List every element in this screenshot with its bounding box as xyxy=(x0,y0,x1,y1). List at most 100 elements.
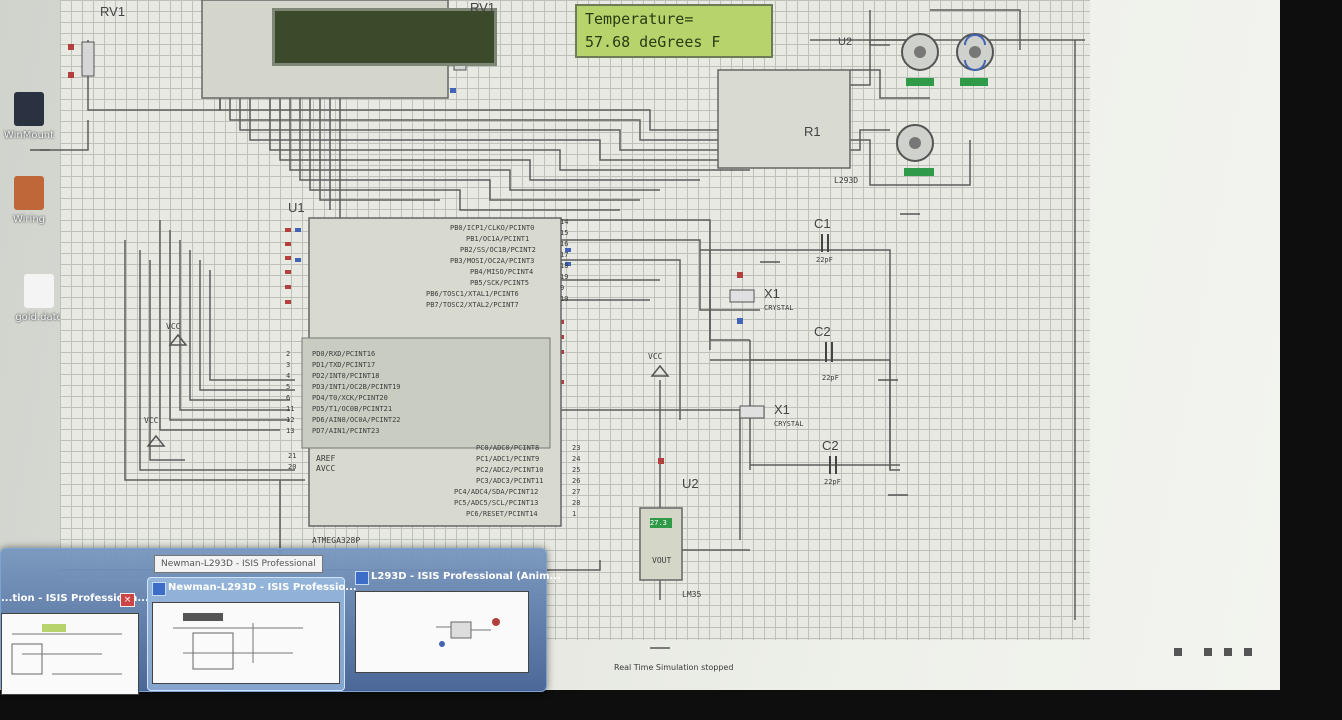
mcu-pin-label: PD3/INT1/OC2B/PCINT19 xyxy=(312,383,401,391)
close-icon[interactable]: × xyxy=(120,593,135,607)
pin-number: 10 xyxy=(560,295,569,303)
ref-x1-bottom: X1 xyxy=(774,402,790,417)
isis-app-icon xyxy=(152,582,166,596)
mcu-pin-label: PD7/AIN1/PCINT23 xyxy=(312,427,380,435)
thumbnail-preview xyxy=(355,591,529,673)
monitor-screen: WinMount Wiring gold.date xyxy=(0,0,1280,690)
desktop-icon-label: gold.date xyxy=(15,312,63,323)
pin-number: 6 xyxy=(286,394,291,402)
ref-c2-bottom: C2 xyxy=(822,438,839,453)
desktop-icon-wiring[interactable]: Wiring xyxy=(0,176,64,225)
isis-app-icon xyxy=(355,571,369,585)
mcu-pin-label: PD6/AIN0/OC0A/PCINT22 xyxy=(312,416,401,424)
system-tray xyxy=(1134,645,1274,665)
ref-u2-sensor: U2 xyxy=(682,476,699,491)
desktop-icon-gold-date[interactable]: gold.date xyxy=(4,274,74,323)
pin-number: 14 xyxy=(560,218,569,226)
taskbar-tooltip: Newman-L293D - ISIS Professional xyxy=(154,555,323,573)
pin-number: 17 xyxy=(560,251,569,259)
pin-number: 2 xyxy=(286,350,291,358)
pin-number: 15 xyxy=(560,229,569,237)
cap-value: 22pF xyxy=(824,478,841,486)
mcu-pin-label: PD1/TXD/PCINT17 xyxy=(312,361,376,369)
cap-value: 22pF xyxy=(816,256,833,264)
ref-rv1-right: RV1 xyxy=(470,0,496,15)
lcd-line-2: 57.68 deGrees F xyxy=(585,33,721,51)
schematic-preview-icon xyxy=(173,613,303,670)
pin-number: 20 xyxy=(288,463,297,471)
vcc-label: VCC xyxy=(144,416,159,425)
flag-icon xyxy=(1174,648,1182,656)
pin-number: 5 xyxy=(286,383,291,391)
sensor-part-label: LM35 xyxy=(682,590,702,599)
word-document-icon xyxy=(14,176,44,210)
crystal-label-bottom: CRYSTAL xyxy=(774,420,804,428)
schematic-preview-icon xyxy=(436,618,500,647)
tray-icons xyxy=(1174,648,1252,656)
mcu-pin-label: PD5/T1/OC0B/PCINT21 xyxy=(312,405,393,413)
thumbnail-window-2[interactable]: Newman-L293D - ISIS Professio... xyxy=(147,577,357,691)
crystal-label-top: CRYSTAL xyxy=(764,304,794,312)
mcu-pin-label: PD2/INT0/PCINT18 xyxy=(312,372,380,380)
ref-c2-top: C2 xyxy=(814,324,831,339)
ref-r1: R1 xyxy=(804,124,821,139)
thumbnail-preview xyxy=(152,602,340,684)
taskbar-thumbnail-panel: ...tion - ISIS Professiona... × Newman-L… xyxy=(0,548,561,695)
pin-number: 27 xyxy=(572,488,581,496)
pin-number: 18 xyxy=(560,262,569,270)
wiring-layer xyxy=(30,0,1085,649)
driver-part-label: L293D xyxy=(834,176,859,185)
schematic-preview-icon xyxy=(11,624,122,675)
avcc-label: AVCC xyxy=(316,464,336,473)
mcu-pin-label: PB0/ICP1/CLKO/PCINT0 xyxy=(450,224,535,232)
thumbnail-window-1[interactable]: ...tion - ISIS Professiona... × xyxy=(0,589,149,701)
vcc-label: VCC xyxy=(648,352,663,361)
desktop-icon-winmount[interactable]: WinMount xyxy=(0,92,64,141)
network-icon xyxy=(1204,648,1212,656)
mcu-pin-label: PD4/T0/XCK/PCINT20 xyxy=(312,394,388,402)
vcc-label: VCC xyxy=(166,322,181,331)
ref-u1: U1 xyxy=(288,200,305,215)
pin-number: 12 xyxy=(286,416,295,424)
desktop-icon-label: Wiring xyxy=(12,214,46,225)
mcu-pin-label: PC0/ADC0/PCINT8 xyxy=(476,444,540,452)
pin-number: 11 xyxy=(286,405,295,413)
pin-number: 13 xyxy=(286,427,295,435)
mcu-pin-label: PC5/ADC5/SCL/PCINT13 xyxy=(454,499,539,507)
pin-number: 25 xyxy=(572,466,581,474)
pin-number: 19 xyxy=(560,273,569,281)
mcu-pin-label: PC3/ADC3/PCINT11 xyxy=(476,477,544,485)
pin-number: 21 xyxy=(288,452,297,460)
volume-icon xyxy=(1224,648,1232,656)
lcd-display-blank xyxy=(272,8,497,66)
thumbnail-title: Newman-L293D - ISIS Professio... xyxy=(168,582,357,593)
ref-u2-driver: U2 xyxy=(838,36,853,48)
file-icon xyxy=(24,274,54,308)
ref-x1-top: X1 xyxy=(764,286,780,301)
aref-label: AREF xyxy=(316,454,336,463)
sensor-pin-label: VOUT xyxy=(652,556,672,565)
mcu-pin-label: PC1/ADC1/PCINT9 xyxy=(476,455,540,463)
pin-number: 16 xyxy=(560,240,569,248)
pin-number: 26 xyxy=(572,477,581,485)
pin-number: 23 xyxy=(572,444,581,452)
mcu-pin-label: PB5/SCK/PCINT5 xyxy=(470,279,530,287)
mcu-pin-label: PB3/MOSI/OC2A/PCINT3 xyxy=(450,257,535,265)
cap-value: 22pF xyxy=(822,374,839,382)
pin-number: 3 xyxy=(286,361,291,369)
mcu-pin-label: PC4/ADC4/SDA/PCINT12 xyxy=(454,488,539,496)
pin-number: 24 xyxy=(572,455,581,463)
schematic-canvas[interactable]: Temperature= 57.68 deGrees F RV1 RV1 U1 … xyxy=(30,0,1090,649)
winmount-icon xyxy=(14,92,44,126)
pin-number: 4 xyxy=(286,372,291,380)
mcu-pin-label: PC2/ADC2/PCINT10 xyxy=(476,466,544,474)
status-message: Real Time Simulation stopped xyxy=(614,663,734,672)
thumbnail-title: ...tion - ISIS Professiona... xyxy=(1,593,149,604)
thumbnail-window-3[interactable]: L293D - ISIS Professional (Anim... xyxy=(351,567,561,679)
desktop-icon-label: WinMount xyxy=(3,130,55,141)
mcu-part-label: ATMEGA328P xyxy=(312,536,361,545)
pin-number: 9 xyxy=(560,284,565,292)
pin-number: 1 xyxy=(572,510,577,518)
thumbnail-title: L293D - ISIS Professional (Anim... xyxy=(371,571,561,582)
thumbnail-preview xyxy=(1,613,139,695)
